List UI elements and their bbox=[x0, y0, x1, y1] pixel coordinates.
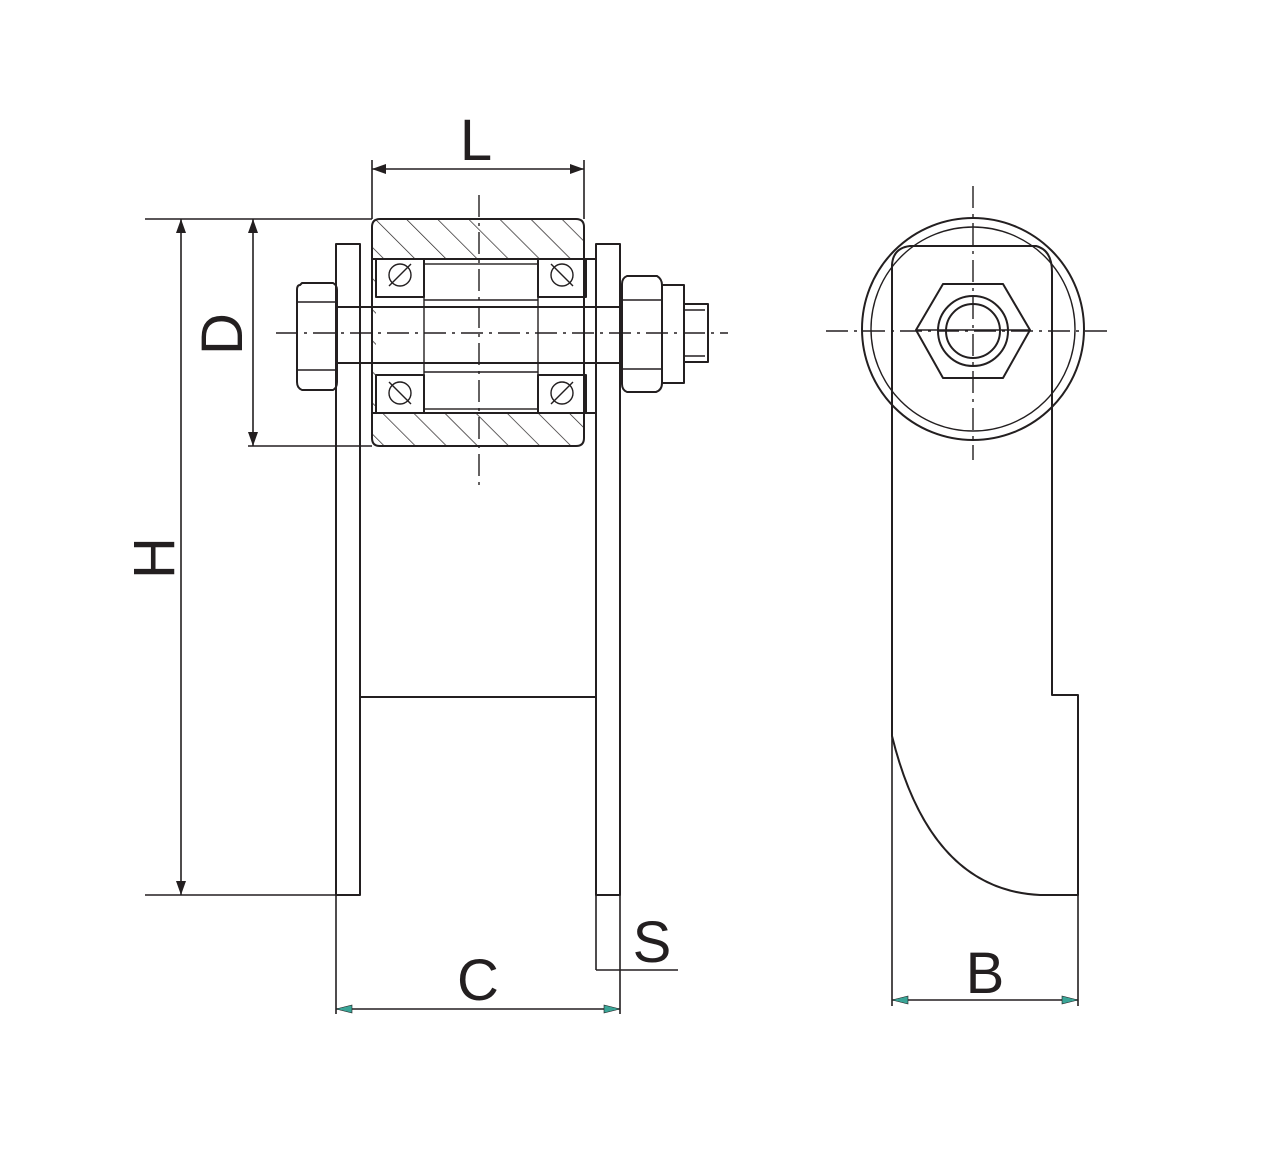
label-l: L bbox=[460, 108, 492, 173]
dimension-l: L bbox=[371, 108, 585, 219]
dimension-s: S bbox=[595, 895, 678, 975]
label-h: H bbox=[122, 537, 187, 579]
left-bearing bbox=[375, 258, 425, 414]
dimension-c: C bbox=[335, 895, 621, 1014]
dimension-h: H bbox=[122, 219, 336, 896]
bracket-plate-outline bbox=[891, 245, 1079, 896]
front-view bbox=[276, 195, 728, 896]
right-side-plate bbox=[595, 243, 621, 896]
label-s: S bbox=[633, 910, 672, 975]
label-c: C bbox=[457, 948, 499, 1013]
right-bearing bbox=[537, 258, 587, 414]
through-bolt bbox=[296, 275, 709, 393]
side-view bbox=[826, 186, 1108, 896]
roller-outer-circle bbox=[861, 217, 1085, 441]
dimension-b: B bbox=[891, 736, 1079, 1006]
label-d: D bbox=[190, 313, 255, 355]
left-side-plate bbox=[335, 243, 361, 896]
label-b: B bbox=[966, 941, 1005, 1006]
dimension-d: D bbox=[145, 218, 372, 447]
